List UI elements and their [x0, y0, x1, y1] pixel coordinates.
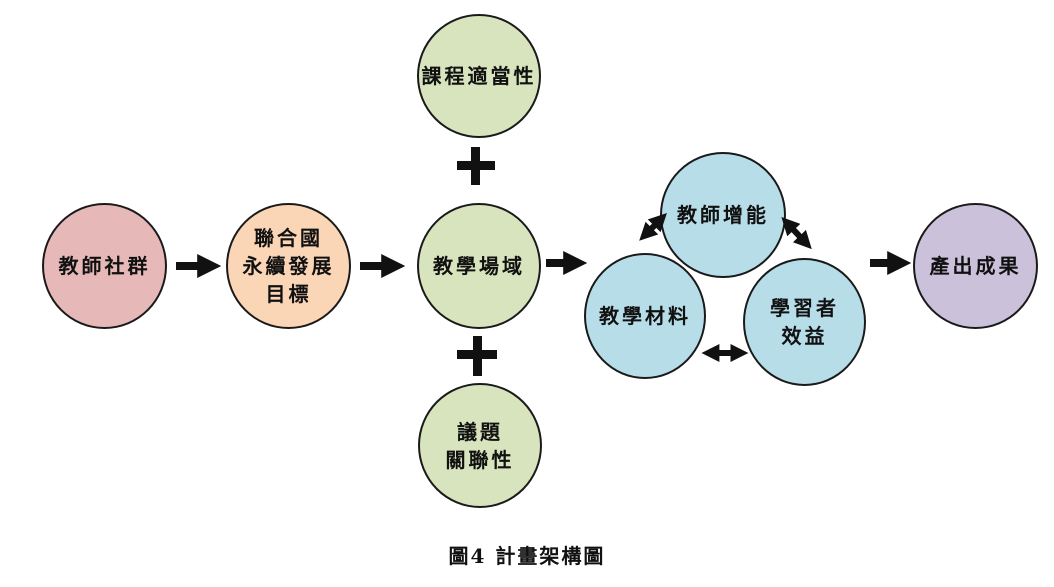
node-outcomes: 產出成果: [913, 203, 1038, 329]
node-teaching-field: 教學場域: [417, 203, 541, 329]
node-teacher-empowerment: 教師增能: [660, 152, 786, 278]
figure-caption: 圖4 計畫架構圖: [448, 544, 606, 568]
node-curriculum-fit: 課程適當性: [417, 14, 541, 138]
node-teacher-community: 教師社群: [42, 203, 167, 329]
node-learner-benefit: 學習者 效益: [743, 258, 866, 386]
node-issue-relevance: 議題 關聯性: [418, 383, 542, 508]
plus-icon-top: [457, 147, 495, 185]
arrow-empowerment-learner: [781, 217, 812, 250]
node-teaching-materials: 教學材料: [584, 253, 706, 379]
plus-icon-bottom: [457, 336, 497, 376]
node-un-sdgs: 聯合國 永續發展 目標: [226, 203, 351, 329]
arrow-empowerment-materials: [639, 213, 667, 241]
